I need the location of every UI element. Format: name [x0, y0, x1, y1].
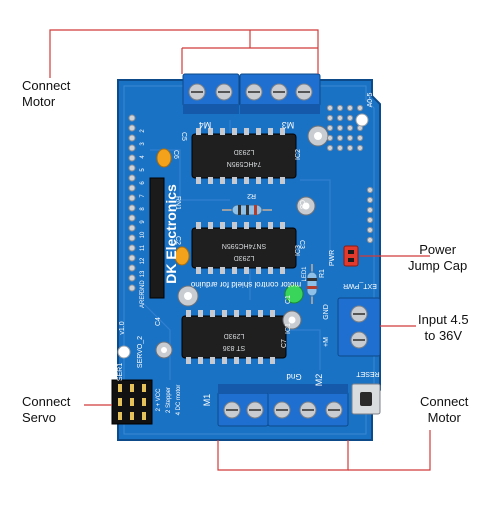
callout-line: Input 4.5	[418, 312, 469, 327]
callout-line: Servo	[22, 410, 56, 425]
cap-label-c1: C1	[285, 295, 292, 304]
mounting-hole	[117, 345, 131, 359]
chip-ic2-marking-1: L293D	[234, 148, 255, 155]
callout-line: to 36V	[424, 328, 463, 343]
cap-label-c4: C4	[155, 317, 162, 326]
callout-power-jump-cap: Power Jump Cap	[408, 242, 467, 274]
top-terminal-block-m4[interactable]	[182, 73, 240, 114]
callout-line: Motor	[22, 94, 56, 109]
pin-header-label: GND	[140, 280, 146, 294]
callout-connect-servo: Connect Servo	[22, 394, 70, 426]
pin-header-label: 2	[140, 129, 146, 133]
bottom-terminal-block-m1[interactable]	[217, 384, 269, 427]
pin-header-label: 5	[140, 168, 146, 172]
callout-connect-motor-top: Connect Motor	[22, 78, 70, 110]
callout-connect-motor-bottom: Connect Motor	[420, 394, 468, 426]
callout-line: Connect	[22, 394, 71, 409]
chip-ic3-marking-1: SN74HC595N	[222, 242, 266, 249]
gnd-label: Gnd	[286, 372, 301, 381]
bottom-terminal-block-m2[interactable]	[267, 384, 349, 427]
reset-button[interactable]	[351, 383, 381, 415]
chip-ic3-marking-2: L293D	[234, 254, 255, 261]
pin-header-label: 3	[140, 142, 146, 146]
pin-header-label: 6	[140, 181, 146, 185]
cap-label-c7: C7	[281, 339, 288, 348]
chip-ic2	[191, 128, 297, 184]
cap-label-c8: C8	[298, 200, 305, 209]
motor-label-m1: M1	[202, 394, 212, 407]
callout-line: Jump Cap	[408, 258, 468, 273]
pin-header-label: 4	[140, 155, 146, 159]
ic-label-ic1: IC1	[285, 323, 292, 334]
brand-label: DK Electronics	[163, 184, 179, 284]
motor-label-m4: M4	[199, 120, 212, 130]
led-indicator	[284, 284, 304, 304]
callout-input-voltage: Input 4.5 to 36V	[418, 312, 469, 344]
callout-line: Motor	[427, 410, 461, 425]
servo-label-2: SERVO_2	[137, 336, 144, 368]
callout-line: Connect	[22, 78, 71, 93]
board-subtitle: motor control shield for arduino	[190, 280, 301, 289]
servo-row-label: 4 DC motor	[176, 385, 182, 416]
left-pin-header	[128, 114, 136, 292]
pin-header-label: AREF	[140, 292, 146, 308]
reset-label: RESET	[356, 370, 380, 377]
cap-label-c2: C2	[174, 236, 181, 245]
ic-label-ic3: IC3	[295, 245, 302, 256]
pwr-label: PWR	[329, 250, 336, 266]
gnd-terminal-label: GND	[323, 304, 330, 320]
leader-lines	[49, 29, 431, 471]
chip-ic1	[181, 310, 287, 364]
pin-header-label: 7	[140, 194, 146, 198]
cap-label-c3: C3	[298, 240, 305, 249]
callout-line: Connect	[420, 394, 469, 409]
capacitors	[155, 125, 329, 359]
servo-label-1: SER1	[117, 363, 124, 381]
pin-header-label: 13	[140, 270, 146, 277]
pin-header-label: 11	[140, 244, 146, 251]
resistor-label-rn1: RN1	[174, 196, 181, 210]
resistor-network-rn1	[149, 177, 165, 299]
servo-row-label: 2 Stepper	[166, 387, 172, 413]
servo-row-label: 2 + VCC	[156, 388, 162, 412]
pin-header-label: 8	[140, 207, 146, 211]
servo-header[interactable]	[111, 379, 153, 425]
resistor-label-r1: R1	[319, 269, 326, 278]
chip-ic2-marking-2: 74HC595N	[227, 160, 262, 167]
plus-m-terminal-label: +M	[323, 337, 330, 347]
motor-label-m3: M3	[282, 120, 295, 130]
power-jump-cap[interactable]	[343, 245, 359, 267]
cap-label-c5: C5	[180, 132, 187, 141]
top-terminal-block-m3[interactable]	[239, 73, 321, 114]
version-label: v1.0	[119, 321, 126, 334]
led-label: LED1	[302, 266, 308, 282]
analog-label: A0-5	[367, 93, 374, 108]
callout-line: Power	[419, 242, 457, 257]
resistor-label-r2: R2	[247, 192, 256, 199]
chip-ic1-marking-2: ST 836	[223, 344, 246, 351]
chip-ic3	[191, 222, 297, 274]
chip-ic1-marking-1: L293D	[224, 332, 245, 339]
power-input-terminal[interactable]	[337, 297, 381, 357]
pin-header-label: 9	[140, 220, 146, 224]
ic-label-ic2: IC2	[295, 149, 302, 160]
motor-label-m2: M2	[314, 374, 324, 387]
right-header-holes	[326, 104, 374, 244]
pin-header-label: 12	[140, 257, 146, 264]
pin-header-label: 10	[140, 231, 146, 238]
ext-pwr-label: EXT_PWR	[343, 282, 377, 289]
resistor-r2	[222, 204, 272, 216]
cap-label-c6: C6	[172, 150, 179, 159]
resistor-r1	[306, 264, 318, 304]
